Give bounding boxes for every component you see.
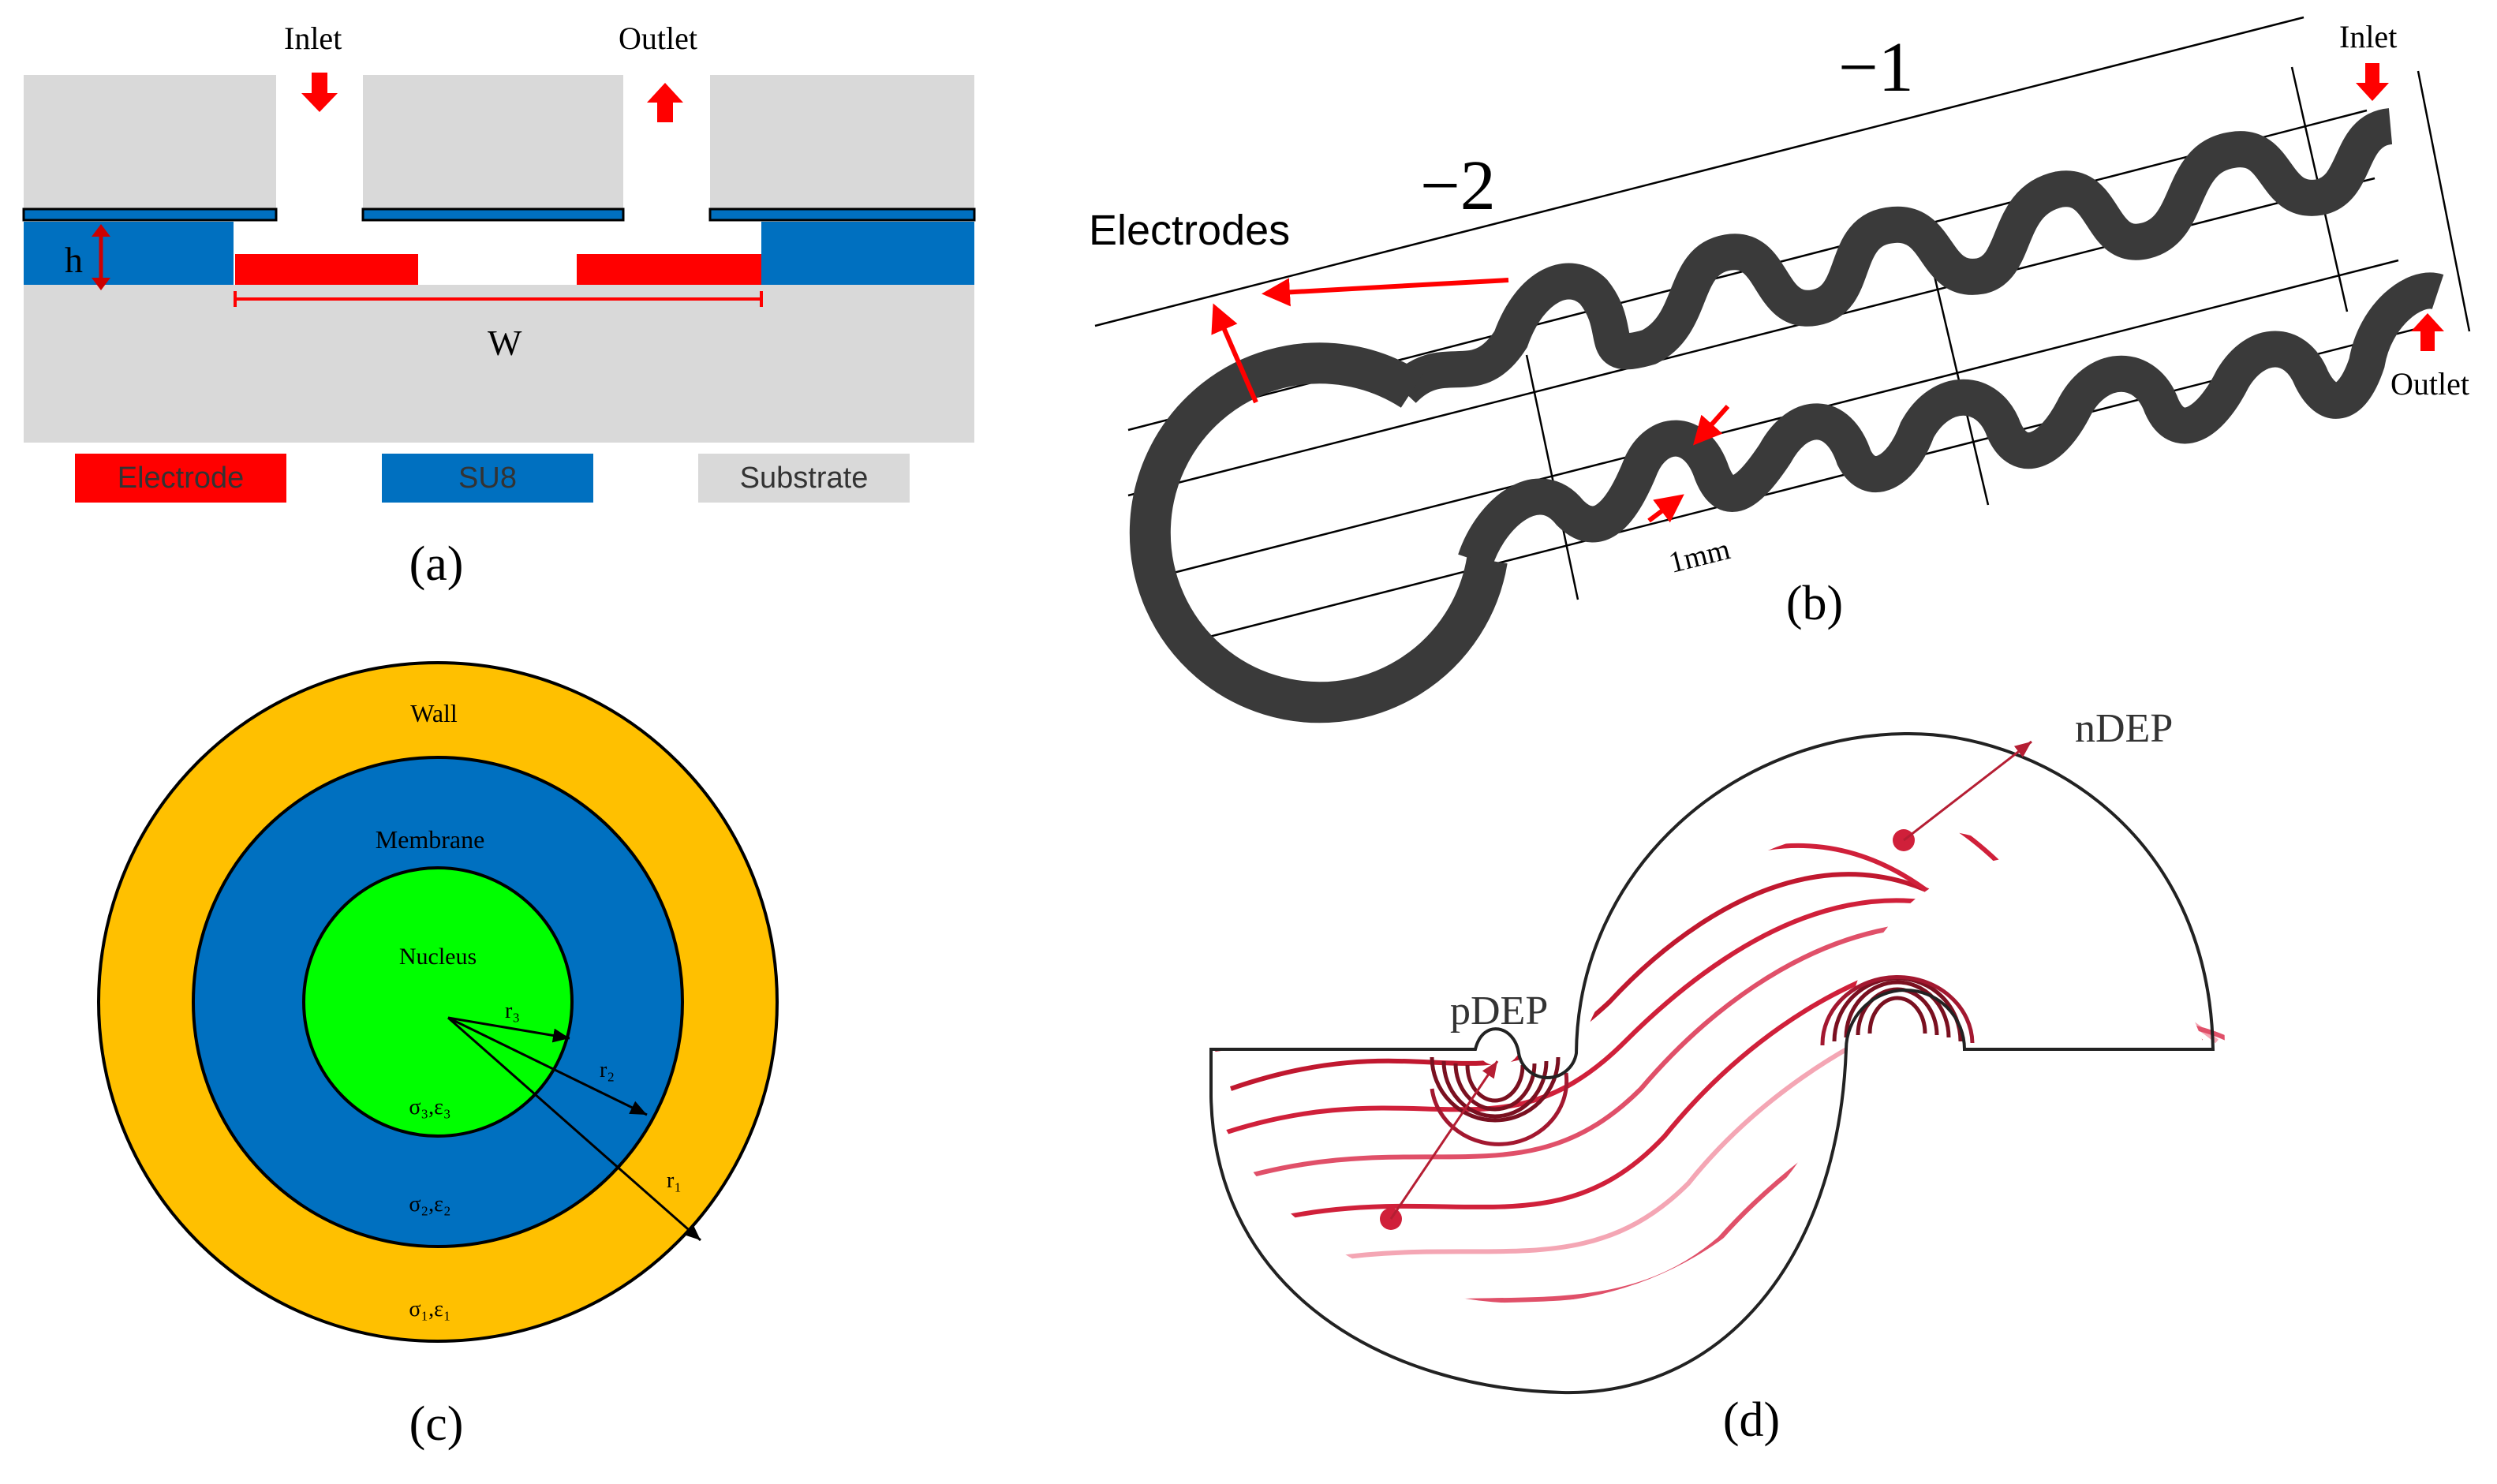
electrodes-arrow-1 [1262,278,1509,307]
blue-film-middle [361,207,625,222]
membrane-label: Membrane [376,825,485,854]
su8-right [761,222,974,285]
cover-left [24,75,276,209]
s-electrode-outline [1209,731,2215,1395]
dim-arrow-2 [1647,494,1684,523]
cover-middle [363,75,623,209]
caption-a: (a) [409,537,464,591]
outlet-label: Outlet [619,21,697,56]
caption-b: (b) [1786,577,1843,630]
sigma2-label: σ₂,ε₂ [409,1192,450,1217]
caption-d: (d) [1723,1393,1780,1447]
channel [1129,108,2444,723]
nucleus-label: Nucleus [399,944,477,970]
blue-film-right [708,207,976,222]
ndep-label: nDEP [2075,706,2173,751]
pdep-arrow [1389,1060,1499,1220]
outlet-arrow-icon [647,83,683,122]
r1-arrow [447,1016,701,1242]
cover-right [710,75,974,209]
electrode-left [235,254,418,285]
legend-su8-label: SU8 [458,462,517,495]
panel-b: −1 −2 Electrodes Inlet Outlet 1mm (b) [1089,16,2471,723]
inlet-arrow-icon-b [2356,63,2389,101]
legend-electrode-swatch [75,454,286,503]
electrode-right [577,254,761,285]
inlet-label: Inlet [284,21,342,56]
label-minus2: −2 [1420,147,1496,225]
channel-upper [1389,108,2394,404]
dim-arrow-1 [1693,405,1730,446]
inlet-arrow-icon [301,73,338,112]
r3-arrow [447,1016,570,1043]
h-label: h [65,240,83,280]
legend-substrate-label: Substrate [740,462,869,495]
blue-film-left [22,207,278,222]
outlet-label-b: Outlet [2390,366,2469,402]
sigma1-label: σ₁,ε₁ [409,1297,450,1321]
caption-c: (c) [409,1397,464,1451]
label-minus1: −1 [1838,28,1914,107]
legend-electrode-label: Electrode [118,462,245,495]
channel-lower [1458,272,2444,567]
panel-d: nDEP pDEP (d) [1209,706,2225,1447]
dim-label: 1mm [1665,533,1733,580]
substrate [24,285,974,443]
panel-a: h W Inlet Outlet Electrode SU8 Substrate… [22,21,976,591]
inlet-label-b: Inlet [2339,19,2397,54]
outlet-arrow-icon-b [2411,313,2444,351]
pdep-label: pDEP [1450,989,1548,1034]
r2-arrow [447,1016,648,1116]
electrodes-arrow-2 [1211,303,1258,404]
electrodes-label: Electrodes [1089,207,1290,254]
wall-label: Wall [410,699,458,727]
w-label: W [488,323,522,363]
r1-label: r₁ [667,1168,682,1193]
ndep-arrow [1903,740,2032,842]
su8-left [24,222,234,285]
r3-label: r₃ [505,999,520,1023]
channel-ring [1129,342,1508,723]
r2-label: r₂ [600,1058,615,1082]
legend-substrate-swatch [698,454,910,503]
panel-c: Wall Membrane Nucleus r₃ r₂ r₁ σ₃,ε₃ σ₂,… [97,661,779,1451]
legend-su8-swatch [382,454,593,503]
sigma3-label: σ₃,ε₃ [409,1095,450,1120]
